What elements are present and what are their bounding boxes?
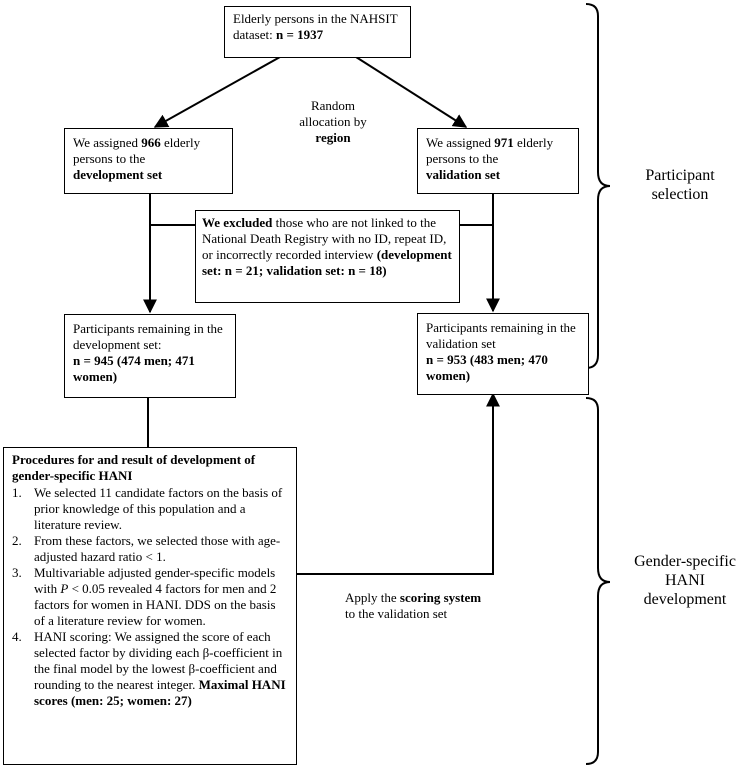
procedures-box: Procedures for and result of development… (3, 447, 297, 765)
dev-assign-mid: elderly persons to the (73, 135, 201, 166)
validation-remaining-box: Participants remaining in the validation… (417, 313, 589, 395)
step-number: 4. (12, 629, 22, 644)
dev-remaining-count: n = 945 (474 men; 471 women) (73, 353, 195, 384)
step-text-pre: Multivariable adjusted gender-specific m… (34, 565, 276, 596)
arrow-to-validation (355, 56, 468, 128)
apply-prefix: Apply the (345, 590, 400, 605)
procedures-list: 1. We selected 11 candidate factors on t… (12, 485, 288, 709)
apply-suffix: to the validation set (345, 606, 448, 621)
arrow-procedures-to-validation (296, 392, 500, 575)
step-text: HANI scoring: We assigned the score of e… (34, 629, 288, 709)
dev-assign-set: development set (73, 167, 163, 182)
dataset-line1: Elderly persons in the NAHSIT (233, 11, 398, 26)
step-number: 1. (12, 485, 22, 500)
step-text: Multivariable adjusted gender-specific m… (34, 565, 288, 629)
dev-remaining-text: Participants remaining in the developmen… (73, 321, 223, 352)
validation-assign-box: We assigned 971 elderly persons to the v… (417, 128, 579, 194)
val-remaining-count: n = 953 (483 men; 470 women) (426, 352, 548, 383)
procedure-step: 1. We selected 11 candidate factors on t… (12, 485, 288, 533)
excluded-lead: We excluded (202, 215, 273, 230)
dataset-box: Elderly persons in the NAHSIT dataset: n… (224, 6, 411, 58)
step-text: We selected 11 candidate factors on the … (34, 485, 283, 532)
val-assign-mid: elderly persons to the (426, 135, 554, 166)
exclusion-box: We excluded those who are not linked to … (195, 210, 460, 303)
procedure-step: 2. From these factors, we selected those… (12, 533, 288, 565)
allocation-line1: Random (310, 98, 356, 113)
apply-bold: scoring system (399, 590, 482, 605)
val-assign-count: 971 (494, 135, 514, 150)
procedure-step: 4. HANI scoring: We assigned the score o… (12, 629, 288, 709)
dataset-line2-prefix: dataset: (233, 27, 276, 42)
excluded-text: those who are not linked to the National… (202, 215, 447, 262)
step-text-p: P (60, 581, 69, 596)
participant-selection-label: Participant selection (645, 167, 715, 203)
val-assign-set: validation set (426, 167, 501, 182)
arrow-to-development (153, 56, 281, 128)
val-remaining-text: Participants remaining in the validation… (426, 320, 576, 351)
val-assign-prefix: We assigned (426, 135, 495, 150)
development-remaining-box: Participants remaining in the developmen… (64, 314, 236, 398)
step-text: From these factors, we selected those wi… (34, 533, 281, 564)
hani-development-label: Gender-specific HANI development (634, 553, 736, 608)
brace-hani (585, 397, 611, 765)
step-text-bold: Maximal HANI scores (men: 25; women: 27) (34, 677, 286, 708)
step-text-post: < 0.05 revealed 4 factors for men and 2 … (34, 581, 277, 628)
procedure-step: 3. Multivariable adjusted gender-specifi… (12, 565, 288, 629)
allocation-line2: allocation by (299, 114, 367, 129)
procedures-title: Procedures for and result of development… (12, 452, 256, 483)
allocation-line3: region (315, 130, 351, 145)
dataset-count: n = 1937 (275, 27, 324, 42)
step-text-main: HANI scoring: We assigned the score of e… (34, 629, 283, 692)
apply-scoring-label: Apply the scoring system to the validati… (345, 590, 485, 622)
step-number: 2. (12, 533, 22, 548)
development-assign-box: We assigned 966 elderly persons to the d… (64, 128, 233, 194)
dev-assign-count: 966 (141, 135, 161, 150)
brace-participant (585, 3, 611, 369)
allocation-label: Random allocation by region (288, 98, 378, 146)
dev-assign-prefix: We assigned (73, 135, 142, 150)
step-number: 3. (12, 565, 22, 580)
excluded-counts: (development set: n = 21; validation set… (202, 247, 452, 278)
